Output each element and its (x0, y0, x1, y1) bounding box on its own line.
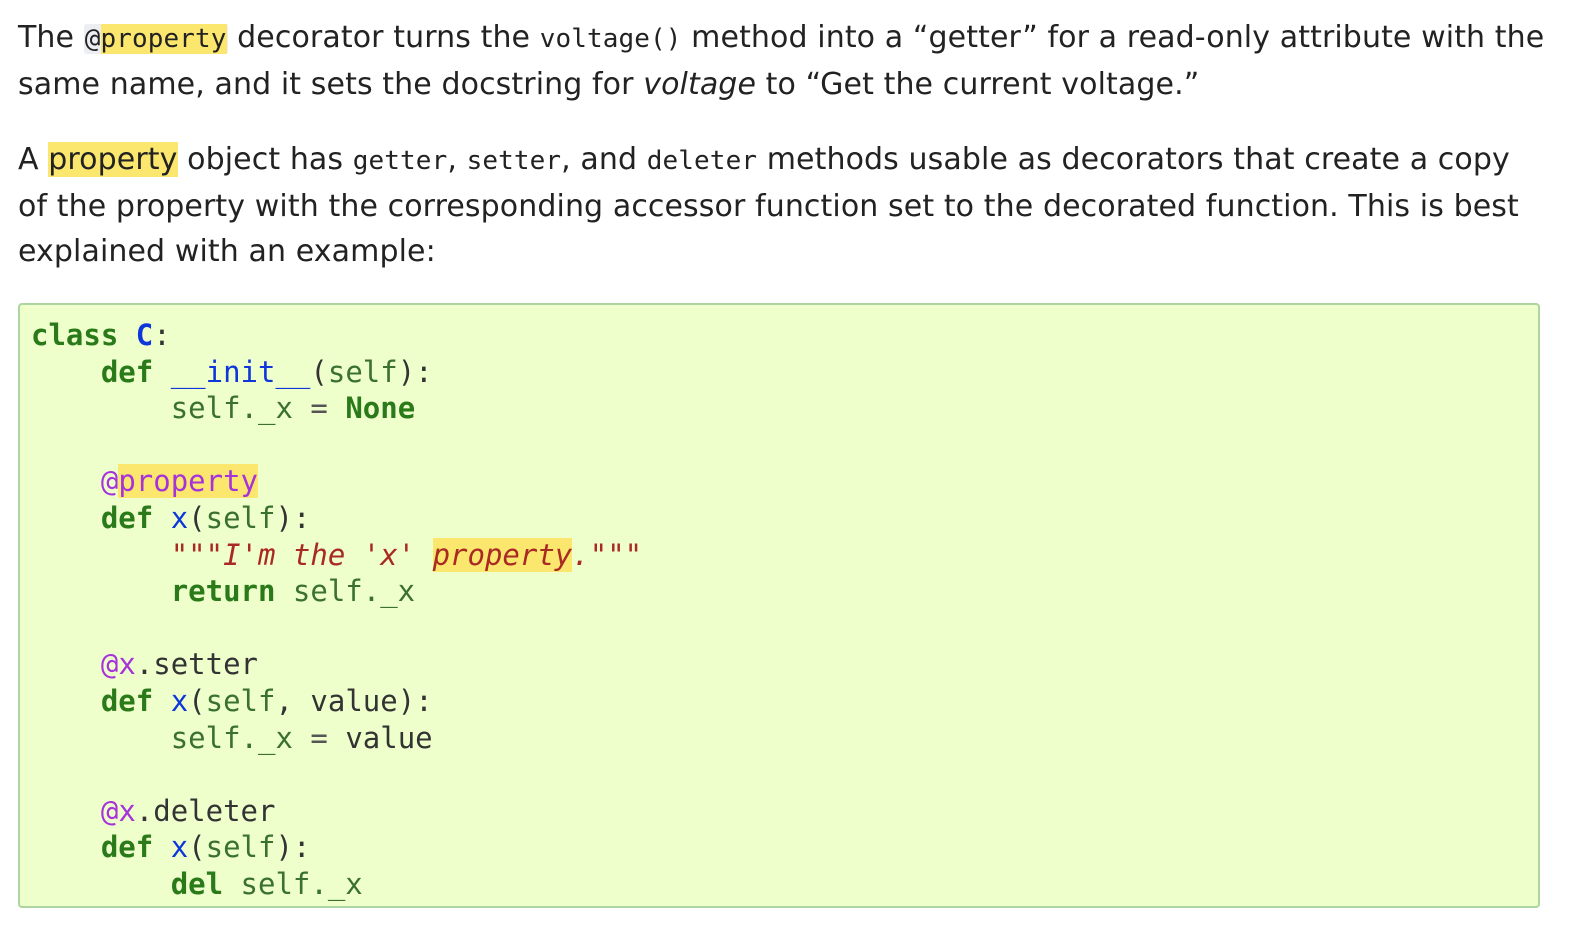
class-name: C (135, 318, 154, 352)
inline-code-voltage: voltage() (539, 24, 682, 54)
inline-code-setter: setter (466, 146, 562, 176)
attr-self-x: self._x (292, 574, 416, 609)
search-highlight: property (118, 464, 258, 499)
decorator-deleter: @x.deleter (100, 793, 276, 828)
search-highlight: property (432, 537, 573, 572)
operator: = (310, 720, 328, 755)
inline-code-property-decorator: @property (83, 24, 228, 54)
at-sign: @ (84, 24, 101, 54)
text: method into a “getter” for a read-only a… (18, 20, 1545, 102)
punct: : (153, 318, 171, 352)
attr-self-x: self._x (240, 866, 363, 901)
text: decorator turns the (227, 20, 540, 55)
keyword-def: def (100, 354, 154, 389)
constant-none: None (345, 391, 416, 426)
punct: ): (275, 830, 311, 865)
keyword-del: del (170, 866, 224, 901)
function-x: x (170, 830, 189, 865)
value: value (345, 720, 433, 755)
attr-self-x: self._x (170, 720, 293, 755)
search-highlight: property (100, 24, 227, 54)
emphasis-voltage: voltage (643, 67, 757, 102)
decorator-property: @property (100, 464, 258, 499)
operator: = (310, 391, 328, 426)
keyword-class: class (31, 318, 119, 352)
docstring: """I'm the 'x' property.""" (170, 537, 643, 572)
text: to “Get the current voltage.” (756, 67, 1200, 102)
punct: ): (275, 500, 311, 535)
punct: ( (188, 683, 206, 718)
attr-self-x: self._x (170, 391, 293, 426)
function-init: __init__ (170, 354, 311, 389)
text: methods usable as decorators that create… (18, 142, 1519, 269)
keyword-def: def (100, 830, 154, 865)
code-listing: class C: def __init__(self): self._x = N… (20, 305, 1538, 903)
param-self: self (327, 354, 398, 389)
inline-code-getter: getter (352, 146, 448, 176)
function-x: x (170, 683, 189, 718)
paragraph-property-object: A property object has getter, setter, an… (18, 137, 1548, 274)
punct: ( (188, 500, 206, 535)
text: , (447, 142, 467, 177)
text: , and (561, 142, 647, 177)
punct: ( (310, 354, 328, 389)
keyword-def: def (100, 683, 154, 718)
paragraph-property-decorator: The @property decorator turns the voltag… (18, 15, 1548, 107)
text: A (18, 142, 49, 177)
punct: ( (188, 830, 206, 865)
code-block[interactable]: class C: def __init__(self): self._x = N… (18, 303, 1540, 908)
param-self: self (205, 683, 276, 718)
param-self: self (205, 830, 276, 865)
text: The (18, 20, 84, 55)
keyword-def: def (100, 500, 154, 535)
param-value: value (310, 683, 398, 718)
param-self: self (205, 500, 276, 535)
inline-code-deleter: deleter (646, 146, 758, 176)
punct: ): (397, 354, 433, 389)
punct: , (275, 683, 293, 718)
text: object has (177, 142, 353, 177)
keyword-return: return (170, 574, 276, 609)
punct: ): (397, 683, 433, 718)
search-highlight: property (48, 142, 178, 177)
function-x: x (170, 500, 189, 535)
decorator-setter: @x.setter (100, 647, 258, 682)
